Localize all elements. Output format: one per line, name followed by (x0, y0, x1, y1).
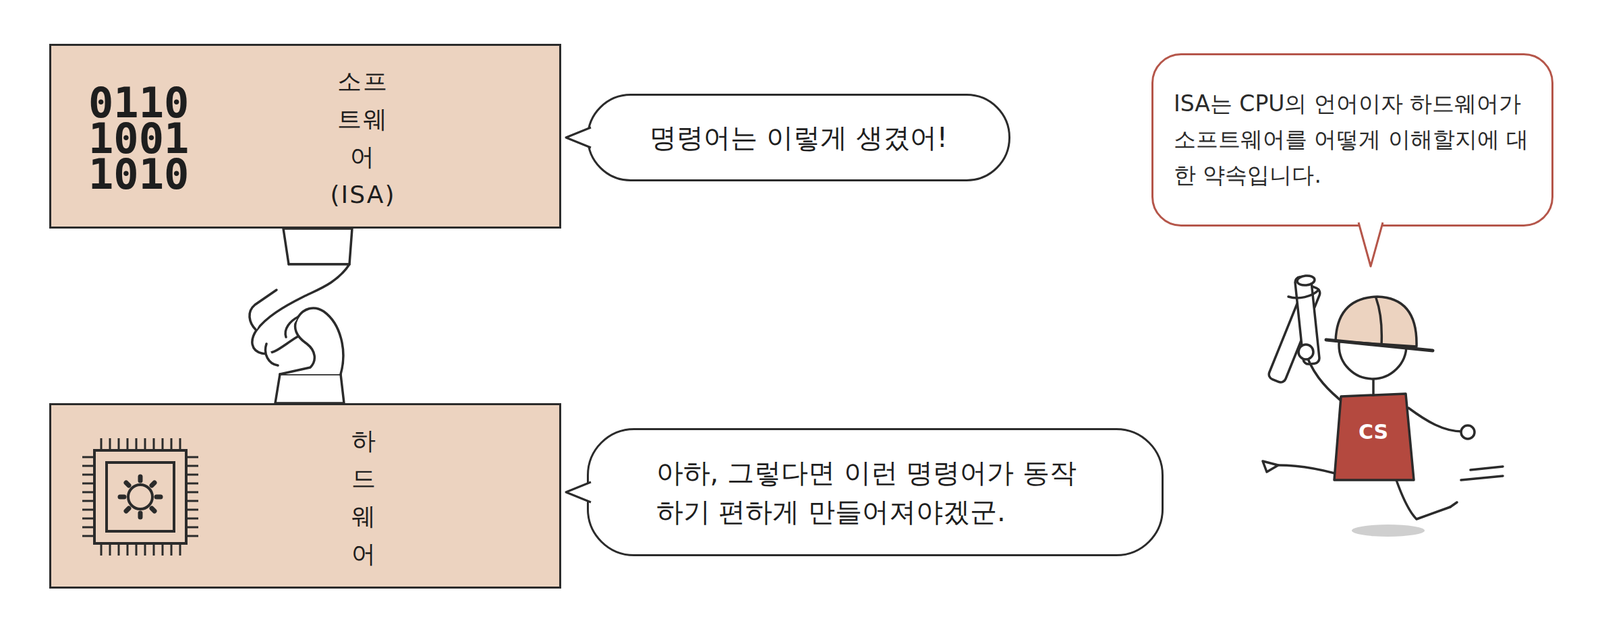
bubble-tail (563, 478, 593, 506)
bubble-text: 명령어는 이렇게 생겼어! (649, 118, 948, 158)
text-slot: 0110 1001 1010 (88, 84, 189, 193)
chip-icon (82, 438, 199, 556)
box-fill (49, 43, 562, 229)
box-fill (49, 403, 562, 589)
callout-text: ISA는 CPU의 언어이자 하드웨어가 소프트웨어를 어떻게 이해할지에 대한… (1173, 86, 1532, 193)
box-label: 소프트웨어 (ISA) (330, 62, 396, 214)
text-slot: 소프트웨어 (ISA) (330, 62, 396, 214)
speech-bubble: 아하, 그렇다면 이런 명령어가 동작하기 편하게 만들어져야겠군. (586, 428, 1164, 557)
shirt-logo: CS (1358, 420, 1389, 444)
text-slot: 하드웨어 (351, 422, 378, 573)
hardware-box: 하드웨어 (49, 403, 562, 589)
box-label: 하드웨어 (351, 422, 378, 573)
cs-character (1262, 275, 1503, 537)
callout-bubble: ISA는 CPU의 언어이자 하드웨어가 소프트웨어를 어떻게 이해할지에 대한… (1151, 53, 1554, 227)
handshake (249, 228, 353, 404)
bubble-text: 아하, 그렇다면 이런 명령어가 동작하기 편하게 만들어져야겠군. (656, 453, 1095, 532)
speech-bubble: 명령어는 이렇게 생겼어! (586, 93, 1011, 182)
binary-code: 0110 1001 1010 (88, 84, 189, 193)
bubble-tail (563, 124, 593, 152)
software-box: 0110 1001 1010 소프트웨어 (ISA) (49, 43, 562, 229)
bubble-tail (1355, 220, 1386, 270)
